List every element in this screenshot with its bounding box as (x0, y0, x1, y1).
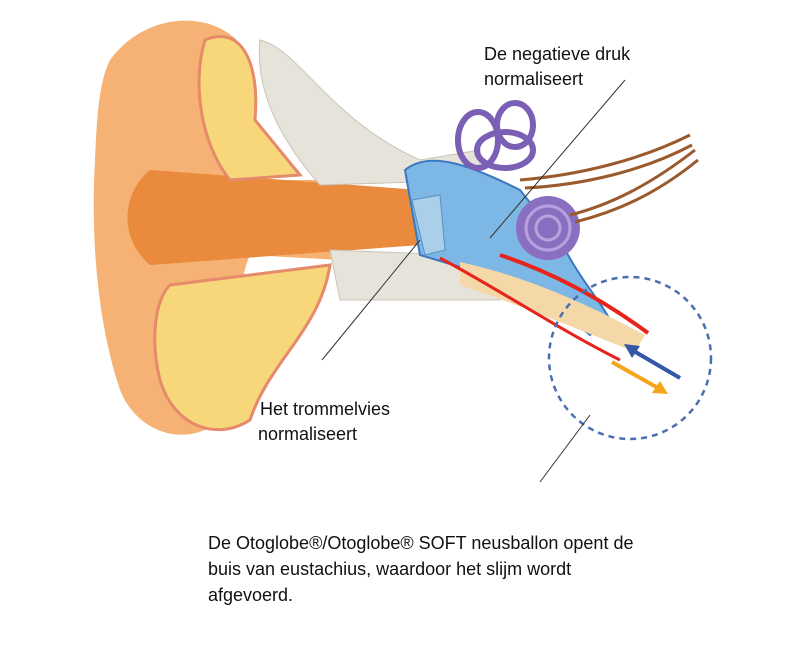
zoom-circle (547, 275, 713, 441)
label-line: normaliseert (484, 69, 584, 89)
eardrum (411, 194, 446, 256)
caption-line: De Otoglobe®/Otoglobe® SOFT neusballon o… (208, 533, 634, 553)
caption: De Otoglobe®/Otoglobe® SOFT neusballon o… (208, 530, 728, 608)
label-line: Het trommelvies (260, 399, 391, 419)
semicircular-canals (455, 100, 536, 171)
leader-line-caption (539, 414, 591, 483)
arrow-mucus-out-icon (611, 360, 668, 394)
fat-tissue-lower (153, 263, 332, 432)
temporal-bone-upper (258, 39, 481, 186)
tube-wall-upper (499, 253, 650, 335)
leader-line-eardrum (321, 239, 421, 361)
cochlea (516, 196, 580, 260)
label-eardrum: Het trommelvies normaliseert (258, 397, 390, 447)
caption-line: buis van eustachius, waardoor het slijm … (208, 559, 572, 579)
tube-wall-lower (439, 256, 621, 362)
caption-line: afgevoerd. (208, 585, 294, 605)
label-line: normaliseert (258, 424, 358, 444)
eustachian-tube (460, 262, 645, 352)
arrow-air-in-icon (624, 344, 682, 380)
label-line: De negatieve druk (484, 44, 631, 64)
ear-canal (127, 170, 420, 265)
fat-tissue-upper (197, 35, 303, 182)
leader-line-pressure (489, 79, 626, 239)
label-negative-pressure: De negatieve druk normaliseert (484, 42, 630, 92)
